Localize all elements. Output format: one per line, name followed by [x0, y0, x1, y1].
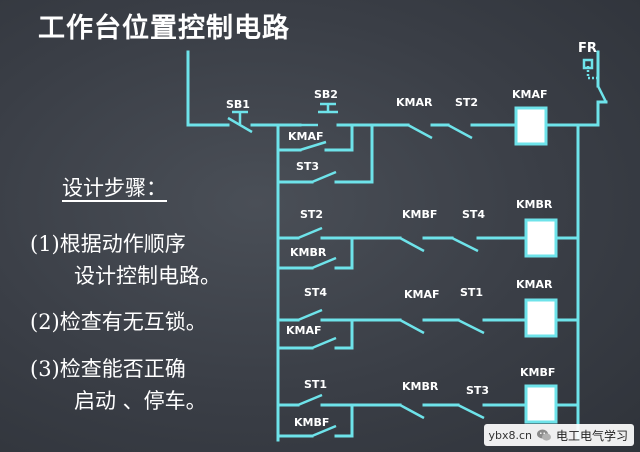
st3-parallel-contact: [311, 170, 337, 184]
wire-r2-p1b: [334, 236, 354, 270]
kmbr-hold-contact: [311, 256, 337, 270]
r2-coil-label: KMBR: [516, 198, 553, 211]
kmaf-interlock-contact: [399, 318, 425, 335]
r2-interlock-label: KMBF: [402, 208, 437, 221]
st2-start-contact: [297, 226, 323, 240]
fr-label: FR: [578, 41, 597, 56]
kmbf-hold-contact: [311, 424, 337, 438]
wire-r4-p1b: [334, 403, 354, 438]
kmaf-hold-contact: [299, 140, 327, 152]
r4-limit-label: ST3: [466, 384, 489, 397]
r3-start-label: ST4: [304, 286, 327, 299]
r3-limit-label: ST1: [460, 286, 483, 299]
r1-limit-label: ST2: [455, 96, 478, 109]
kmaf-hold-contact-r3: [311, 336, 337, 350]
watermark-name: 电工电气学习: [555, 428, 628, 443]
step-1-line-1: (1)根据动作顺序: [30, 232, 186, 256]
step-3-line-1: (3)检查能否正确: [30, 357, 186, 381]
st1-limit-contact: [457, 318, 485, 335]
st4-limit-contact: [451, 236, 479, 253]
kmbr-coil: [524, 218, 558, 258]
r2-hold-label: KMBR: [290, 246, 327, 259]
fr-overload-contact: [582, 58, 608, 103]
r4-interlock-label: KMBR: [402, 380, 439, 393]
r1-st3-label: ST3: [296, 160, 319, 173]
r3-hold-label: KMAF: [286, 324, 322, 337]
kmar-interlock-contact: [407, 123, 433, 140]
r3-interlock-label: KMAF: [404, 288, 440, 301]
step-1-line-2: 设计控制电路。: [74, 264, 221, 288]
r3-coil-label: KMAR: [516, 278, 553, 291]
sb2-label: SB2: [314, 88, 338, 101]
kmbf-interlock-contact: [399, 236, 425, 253]
st2-limit-contact: [447, 123, 473, 140]
kmbf-coil: [524, 384, 558, 424]
slide-title: 工作台位置控制电路: [38, 13, 290, 44]
fr-wire-bottom: [576, 100, 608, 127]
r4-start-label: ST1: [304, 378, 327, 391]
step-2: (2)检查有无互锁。: [30, 310, 207, 334]
wire-r1-p1b: [324, 123, 354, 152]
r1-coil-label: KMAF: [512, 88, 548, 101]
r4-hold-label: KMBF: [294, 416, 329, 429]
watermark-url: ybx8.cn: [488, 428, 532, 442]
r2-start-label: ST2: [300, 208, 323, 221]
st4-start-contact: [297, 308, 323, 322]
sb1-stop-button: [227, 110, 253, 134]
kmaf-coil: [514, 106, 548, 146]
st3-limit-contact: [457, 403, 485, 420]
st1-start-contact: [297, 393, 323, 407]
watermark-badge: ybx8.cn 电工电气学习: [484, 424, 634, 446]
r4-coil-label: KMBF: [520, 366, 555, 379]
sb1-label: SB1: [226, 98, 250, 111]
sb2-start-button: [300, 102, 338, 127]
kmbr-interlock-contact: [399, 403, 425, 420]
design-steps: 设计步骤： (1)根据动作顺序 设计控制电路。 (2)检查有无互锁。 (3)检查…: [0, 0, 270, 452]
step-3-line-2: 启动 、停车。: [74, 389, 207, 413]
wechat-icon: [536, 429, 551, 441]
wire-r1-p2b: [334, 123, 374, 184]
r1-interlock-label: KMAR: [396, 96, 433, 109]
r2-limit-label: ST4: [462, 208, 485, 221]
r1-hold-label: KMAF: [288, 130, 324, 143]
kmar-coil: [524, 298, 558, 338]
wire-r3-p1b: [334, 318, 354, 350]
feed-wire: [186, 50, 230, 127]
steps-heading: 设计步骤：: [62, 176, 167, 200]
